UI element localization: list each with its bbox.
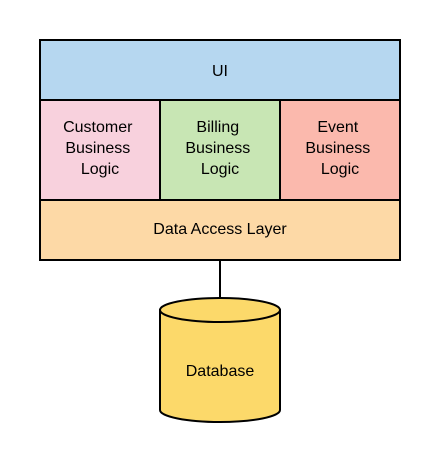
event-business-logic-line-1: Event bbox=[317, 119, 358, 136]
customer-business-logic-line-1: Customer bbox=[63, 119, 133, 136]
event-business-logic-line-3: Logic bbox=[321, 161, 359, 178]
event-business-logic-box bbox=[279, 99, 401, 201]
billing-business-logic-line-1: Billing bbox=[196, 119, 239, 136]
billing-business-logic-module: Billing Business Logic bbox=[159, 99, 281, 201]
database-label: Database bbox=[186, 363, 255, 380]
data-access-layer-label: Data Access Layer bbox=[153, 221, 287, 238]
ui-layer-label: UI bbox=[212, 63, 228, 80]
customer-business-logic-module: Customer Business Logic bbox=[39, 99, 161, 201]
billing-business-logic-line-3: Logic bbox=[201, 161, 239, 178]
ui-layer-box bbox=[39, 39, 401, 101]
database-cylinder: Database bbox=[159, 297, 281, 423]
customer-business-logic-box bbox=[39, 99, 161, 201]
customer-business-logic-line-3: Logic bbox=[81, 161, 119, 178]
billing-business-logic-label: Billing Business Logic bbox=[185, 119, 254, 178]
customer-business-logic-line-2: Business bbox=[65, 140, 130, 157]
database-top bbox=[159, 297, 281, 323]
ui-layer: UI bbox=[39, 39, 401, 101]
event-business-logic-module: Event Business Logic bbox=[279, 99, 401, 201]
event-business-logic-label: Event Business Logic bbox=[305, 119, 374, 178]
customer-business-logic-label: Customer Business Logic bbox=[63, 119, 137, 178]
event-business-logic-line-2: Business bbox=[305, 140, 370, 157]
database-body bbox=[159, 309, 281, 423]
data-access-layer: Data Access Layer bbox=[39, 199, 401, 261]
billing-business-logic-line-2: Business bbox=[185, 140, 250, 157]
billing-business-logic-box bbox=[159, 99, 281, 201]
